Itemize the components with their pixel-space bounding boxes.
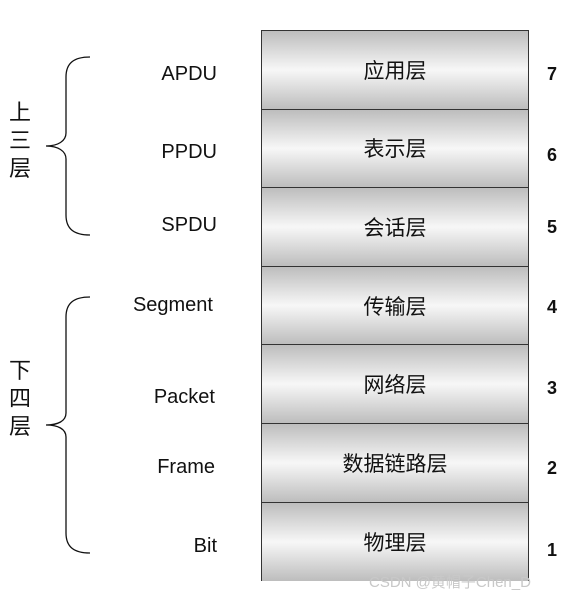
upper-three-layers-label: 上 三 层	[8, 100, 32, 184]
watermark: CSDN @黄帽子Chen_D	[369, 574, 531, 591]
pdu-label-2: Frame	[157, 456, 215, 478]
layer-number-7: 7	[547, 64, 558, 84]
layer-session: 会话层	[262, 188, 528, 267]
pdu-label-3: Packet	[153, 386, 215, 408]
layer-number-4: 4	[547, 297, 558, 317]
pdu-label-4: Segment	[132, 294, 213, 316]
osi-layer-stack: 应用层 表示层 会话层 传输层 网络层 数据链路层 物理层	[261, 30, 529, 582]
lower-brace	[45, 296, 91, 554]
upper-label-char-2: 三	[8, 129, 31, 154]
pdu-label-7: APDU	[161, 63, 217, 85]
pdu-label-1: Bit	[193, 535, 217, 557]
layer-physical: 物理层	[262, 502, 528, 582]
upper-label-char-3: 层	[8, 157, 31, 182]
layer-number-3: 3	[547, 378, 558, 398]
lower-label-char-1: 下	[8, 359, 31, 384]
layer-number-1: 1	[547, 540, 558, 560]
pdu-label-6: PPDU	[161, 141, 217, 163]
layer-network: 网络层	[262, 345, 528, 424]
layer-transport: 传输层	[262, 266, 528, 346]
layer-data-link: 数据链路层	[262, 424, 528, 503]
layer-number-2: 2	[547, 458, 558, 478]
lower-label-char-3: 层	[8, 415, 31, 440]
lower-label-char-2: 四	[8, 387, 31, 412]
layer-number-6: 6	[547, 145, 558, 165]
lower-four-layers-label: 下 四 层	[8, 358, 32, 442]
layer-number-5: 5	[547, 217, 558, 237]
layer-application: 应用层	[262, 31, 528, 110]
upper-brace	[45, 56, 91, 236]
upper-label-char-1: 上	[8, 101, 31, 126]
layer-presentation: 表示层	[262, 109, 528, 189]
pdu-label-5: SPDU	[161, 214, 217, 236]
